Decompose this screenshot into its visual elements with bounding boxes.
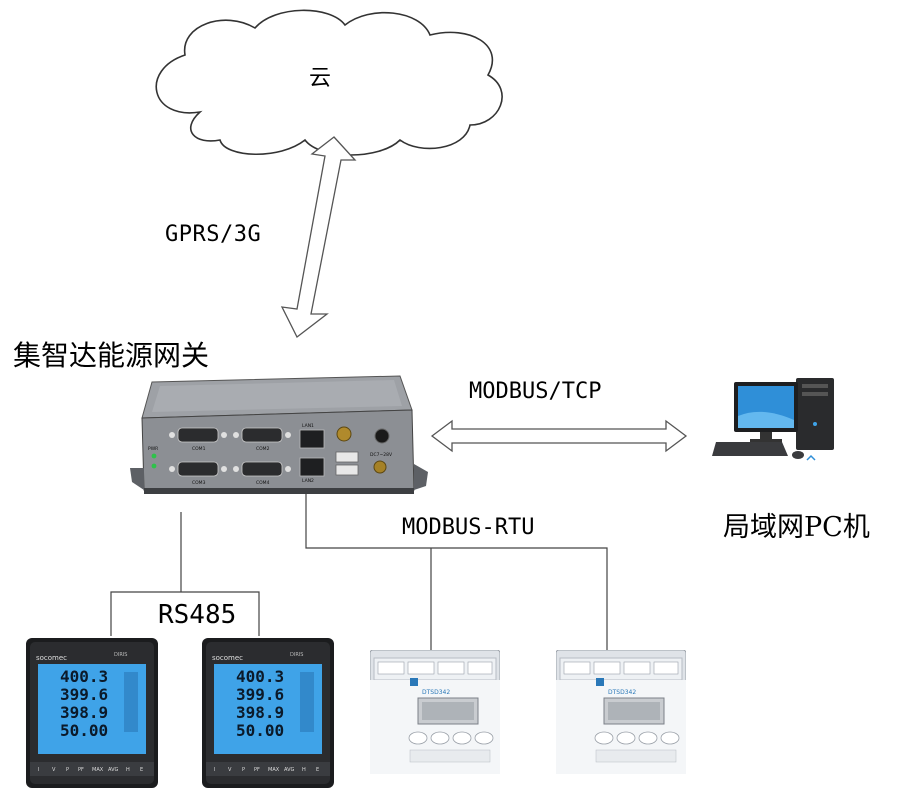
- meter-reading-4: 50.00: [60, 721, 108, 740]
- meter-key-label: MAX: [92, 767, 104, 773]
- com1-port-label: COM1: [192, 446, 206, 452]
- meter-key-label: I: [214, 767, 215, 773]
- run-led-icon: [151, 463, 157, 469]
- cloud-shape: [155, 9, 503, 156]
- meter-reading-2: 399.6: [236, 685, 284, 704]
- lan2-port-icon: [299, 457, 325, 477]
- meter-model-label: DIRIS: [290, 652, 303, 658]
- pc-icon: [712, 378, 834, 461]
- meter-model-label: DIRIS: [114, 652, 127, 658]
- dc-jack-icon: [373, 460, 387, 474]
- pc-label: 局域网PC机: [723, 512, 870, 543]
- meter-key-label: I: [38, 767, 39, 773]
- gprs-label: GPRS/3G: [165, 222, 262, 247]
- meter-key-label: H: [126, 767, 130, 773]
- meter-key-label: V: [228, 767, 232, 773]
- com4-port-label: COM4: [256, 480, 270, 486]
- socomec-meter-1: socomec DIRIS 400.3 399.6 398.9 50.00 I …: [26, 638, 158, 788]
- gprs-double-arrow: [280, 136, 357, 338]
- meter-reading-3: 398.9: [236, 703, 284, 722]
- meter-key-label: H: [302, 767, 306, 773]
- antenna-connector-icon: [336, 426, 352, 442]
- com2-port-label: COM2: [256, 446, 270, 452]
- gateway-title: 集智达能源网关: [13, 339, 210, 372]
- din-meter-2: DTSD342: [556, 650, 686, 774]
- com4-port-icon: [241, 461, 283, 477]
- lan2-port-label: LAN2: [302, 478, 314, 484]
- com3-port-icon: [177, 461, 219, 477]
- com1-port-icon: [177, 427, 219, 443]
- usb-port-icon: [335, 464, 359, 476]
- meter-reading-2: 399.6: [60, 685, 108, 704]
- din-model-label: DTSD342: [422, 689, 450, 696]
- power-button-icon: [374, 428, 390, 444]
- lan1-port-label: LAN1: [302, 423, 314, 429]
- pwr-led-icon: [151, 453, 157, 459]
- meter-reading-3: 398.9: [60, 703, 108, 722]
- meter-key-label: V: [52, 767, 56, 773]
- cloud-label: 云: [309, 66, 332, 91]
- meter-key-label: E: [140, 767, 143, 773]
- com2-port-icon: [241, 427, 283, 443]
- meter-key-label: P: [66, 767, 69, 773]
- meter-key-label: MAX: [268, 767, 280, 773]
- com3-port-label: COM3: [192, 480, 206, 486]
- pwr-led-label: PWR: [148, 446, 158, 452]
- socomec-meter-2: socomec DIRIS 400.3 399.6 398.9 50.00 I …: [202, 638, 334, 788]
- meter-key-label: PF: [254, 767, 260, 773]
- tcp-double-arrow: [430, 419, 688, 453]
- modbus-rtu-label: MODBUS-RTU: [402, 515, 535, 540]
- din-model-label: DTSD342: [608, 689, 636, 696]
- usb-port-icon: [335, 451, 359, 463]
- rs485-label: RS485: [158, 600, 237, 630]
- dc-input-label: DC7~28V: [370, 452, 393, 458]
- modbus-tcp-label: MODBUS/TCP: [469, 379, 602, 404]
- rs485-bus-line-2: [110, 591, 260, 636]
- rtu-bus-line: [305, 492, 608, 650]
- meter-reading-1: 400.3: [60, 667, 108, 686]
- meter-brand-label: socomec: [212, 654, 243, 662]
- gateway-device: COM1 COM2 COM3 COM4 LAN1 LAN2 DC7~28V PW…: [130, 375, 428, 494]
- logo-icon: [596, 678, 604, 686]
- meter-key-label: AVG: [108, 767, 119, 773]
- logo-icon: [410, 678, 418, 686]
- meter-key-label: PF: [78, 767, 84, 773]
- meter-reading-4: 50.00: [236, 721, 284, 740]
- din-meter-1: DTSD342: [370, 650, 500, 774]
- meter-key-label: E: [316, 767, 319, 773]
- meter-key-label: P: [242, 767, 245, 773]
- meter-key-label: AVG: [284, 767, 295, 773]
- lan1-port-icon: [299, 429, 325, 449]
- meter-reading-1: 400.3: [236, 667, 284, 686]
- meter-brand-label: socomec: [36, 654, 67, 662]
